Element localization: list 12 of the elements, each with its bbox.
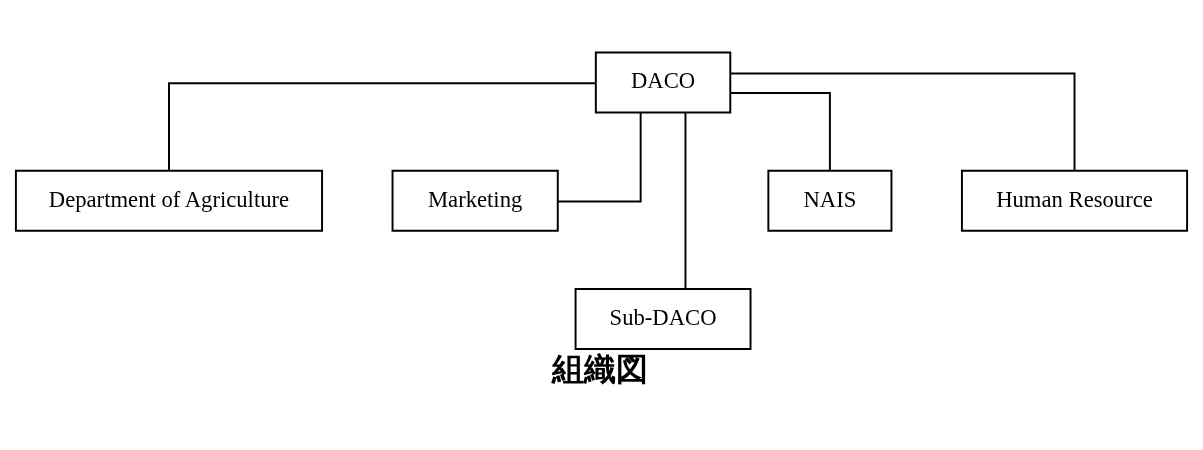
connector xyxy=(729,92,831,172)
node-box: Sub-DACO xyxy=(574,288,752,350)
node-box: Human Resource xyxy=(960,169,1189,232)
connector xyxy=(556,111,642,203)
node-box: Department of Agriculture xyxy=(14,169,324,232)
connector xyxy=(684,111,687,290)
node-box: DACO xyxy=(594,51,732,114)
connector xyxy=(168,82,597,172)
node-box: Marketing xyxy=(391,169,559,232)
caption: 組織図 xyxy=(552,349,649,388)
connector xyxy=(729,72,1076,172)
node-box: NAIS xyxy=(767,169,893,232)
